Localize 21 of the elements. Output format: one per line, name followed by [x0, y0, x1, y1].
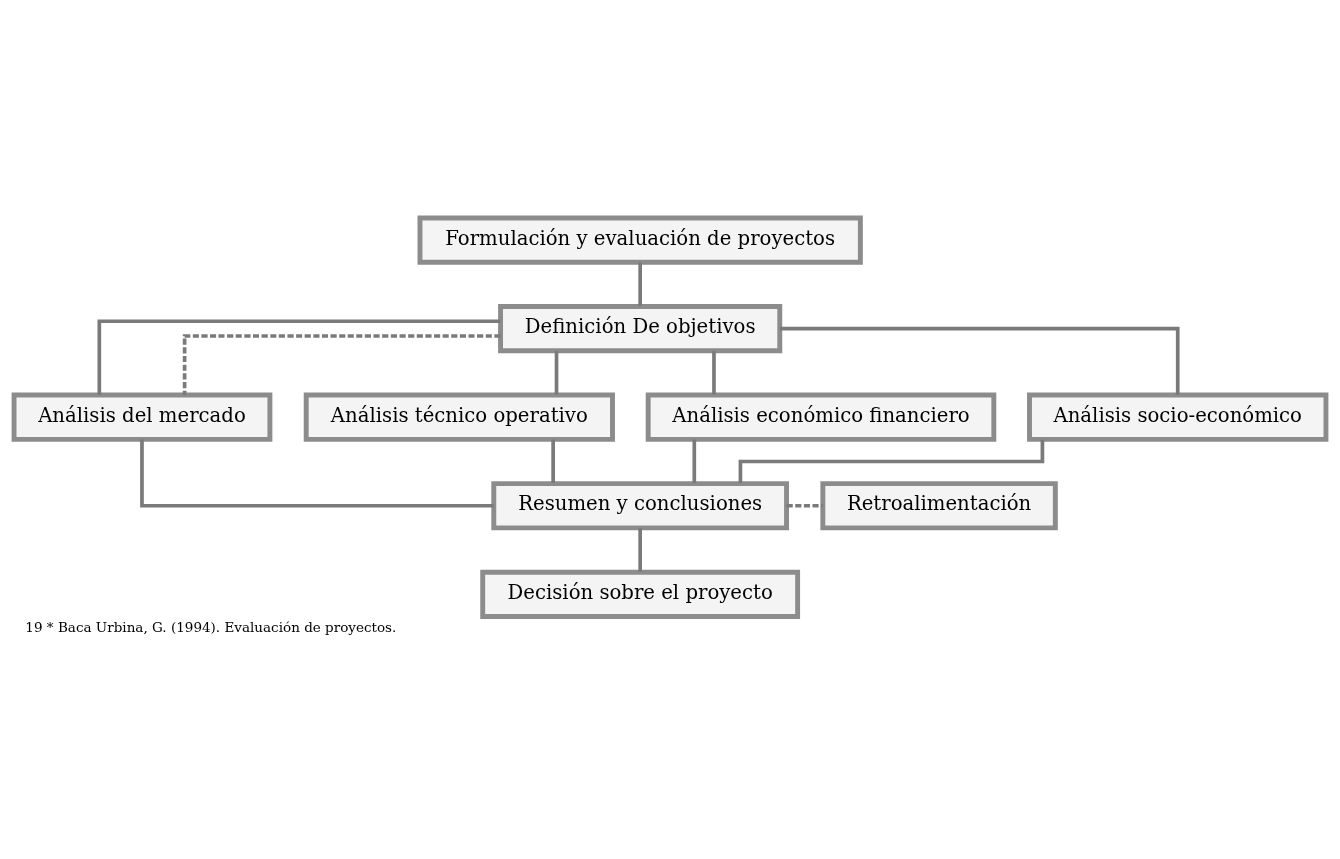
- connector: [780, 326, 1180, 395]
- node-box: Análisis económico financiero: [645, 392, 997, 442]
- connector: [638, 528, 642, 572]
- connector: [554, 351, 559, 395]
- node-box: Análisis socio-económico: [1027, 392, 1329, 442]
- caption: 19 * Baca Urbina, G. (1994). Evaluación de proyectos.: [25, 619, 397, 636]
- connector: [182, 334, 501, 395]
- connector: [786, 503, 823, 508]
- node-box: Análisis técnico operativo: [303, 392, 615, 442]
- connector: [712, 351, 716, 395]
- node-box: Formulación y evaluación de proyectos: [417, 215, 863, 265]
- connector: [551, 439, 555, 484]
- connector: [638, 262, 642, 306]
- node-box: Decisión sobre el proyecto: [480, 569, 801, 619]
- node-box: Retroalimentación: [820, 481, 1058, 531]
- connector: [140, 439, 494, 508]
- connector: [692, 439, 697, 484]
- connector: [97, 319, 501, 395]
- node-box: Resumen y conclusiones: [491, 481, 789, 531]
- node-box: Análisis del mercado: [11, 392, 273, 442]
- node-box: Definición De objetivos: [498, 304, 783, 354]
